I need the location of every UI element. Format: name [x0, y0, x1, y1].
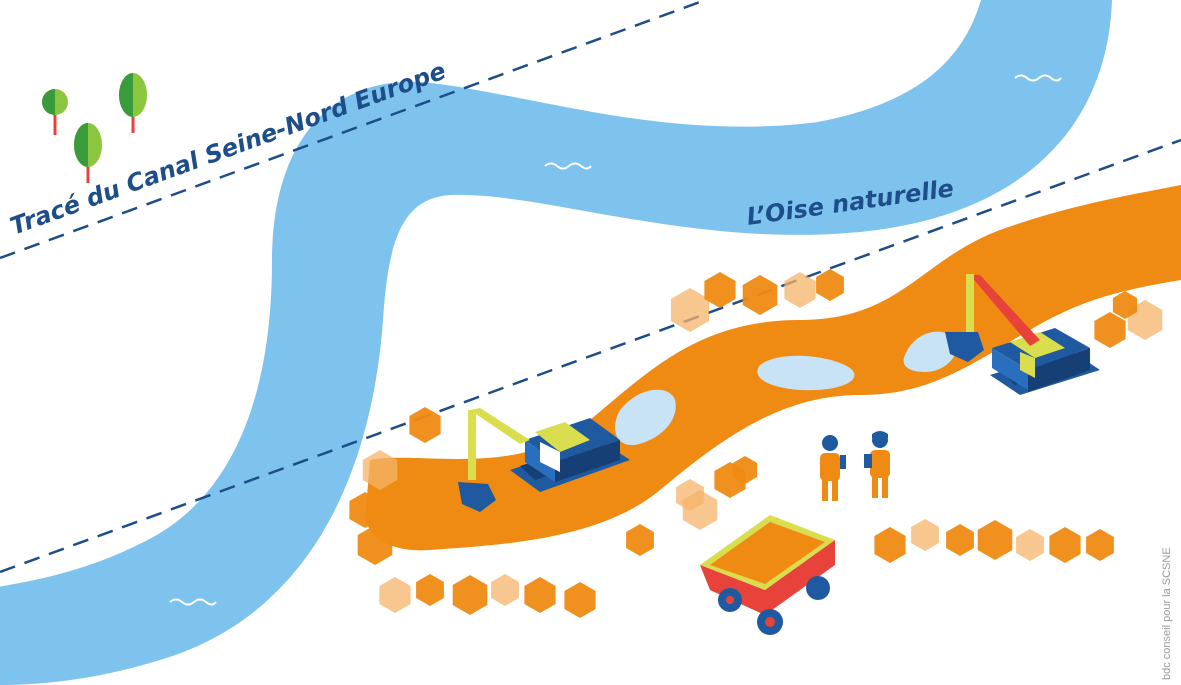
earth-pile-hexagon	[362, 450, 398, 490]
earth-pile-hexagon	[816, 269, 844, 301]
earth-pile-hexagon	[874, 527, 906, 563]
earth-pile-hexagon	[564, 582, 596, 618]
earth-pile-hexagon	[524, 577, 556, 613]
earth-pile-hexagon	[626, 524, 654, 556]
earth-pile-hexagon	[491, 574, 519, 606]
earth-pile-hexagon	[379, 577, 411, 613]
tree-icon	[74, 123, 102, 183]
earth-pile-icon	[349, 269, 1163, 618]
earth-pile-hexagon	[977, 520, 1013, 560]
tree-icon	[42, 89, 68, 135]
shallow-pool	[903, 331, 957, 372]
earth-pile-hexagon	[1016, 529, 1044, 561]
earth-pile-hexagon	[670, 288, 710, 332]
earth-pile-hexagon	[732, 456, 758, 484]
earth-pile-hexagon	[784, 272, 816, 308]
earth-pile-hexagon	[911, 519, 939, 551]
excavator-icon	[945, 274, 1100, 395]
earth-pile-hexagon	[1094, 312, 1126, 348]
water-ripple-icon	[169, 74, 1062, 606]
earth-pile-hexagon	[742, 275, 778, 315]
earth-pile-hexagon	[416, 574, 444, 606]
shallow-pool	[757, 355, 855, 391]
canal-route-line-lower	[0, 138, 1181, 574]
river-body	[0, 0, 1112, 685]
earth-pile-hexagon	[946, 524, 974, 556]
earth-pile-hexagon	[676, 479, 704, 511]
dump-truck-icon	[700, 515, 835, 635]
worker-icon	[864, 431, 890, 498]
earth-pile-hexagon	[1086, 529, 1114, 561]
earth-pile-hexagon	[349, 492, 381, 528]
tree-icon	[119, 73, 147, 133]
earth-pile-hexagon	[357, 525, 393, 565]
earth-pile-hexagon	[1112, 291, 1138, 319]
credit-text: bdc conseil pour la SCSNE	[1161, 547, 1173, 680]
canal-route-line-upper	[0, 0, 701, 260]
earth-pile-hexagon	[704, 272, 736, 308]
earth-pile-hexagon	[1049, 527, 1081, 563]
excavator-icon	[458, 408, 630, 512]
shallow-pool	[615, 389, 676, 446]
worker-icon	[820, 435, 846, 501]
earth-pile-hexagon	[452, 575, 488, 615]
earth-pile-hexagon	[409, 407, 441, 443]
